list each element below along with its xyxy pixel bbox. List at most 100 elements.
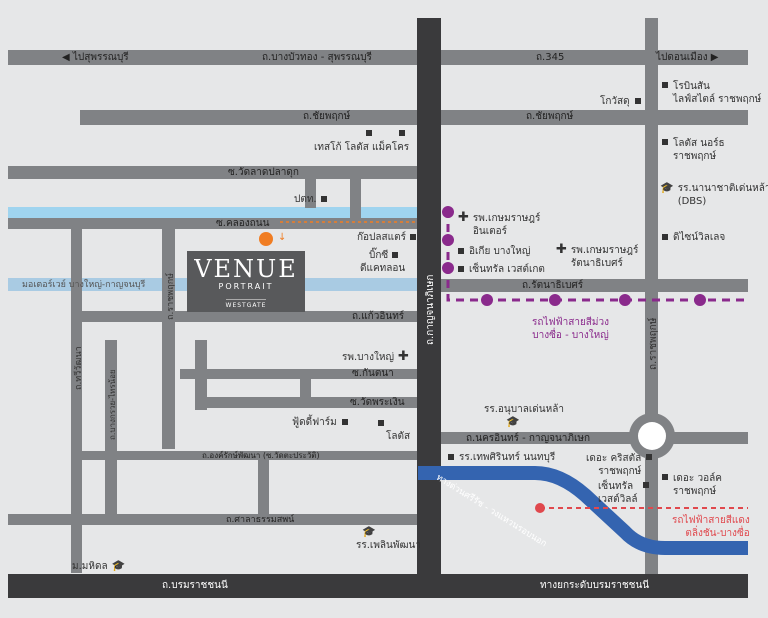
place-central-westgate: เซ็นทรัล เวสต์เกต bbox=[458, 264, 545, 276]
canal bbox=[8, 207, 418, 218]
road-borommaratchachonnani bbox=[8, 574, 748, 598]
road-rattanathibet bbox=[440, 279, 748, 292]
place-the-village: ดิไซน์วิลเลจ bbox=[662, 232, 725, 244]
place-anuban-icon: 🎓 bbox=[506, 416, 524, 429]
road-label-thawi-watthana: ถ.ทวีวัฒนา bbox=[74, 346, 84, 390]
place-bigc: บิ๊กซี bbox=[369, 250, 403, 262]
location-pin-icon bbox=[259, 232, 273, 246]
road-label-bang-kruai: ถ.บางกรวย-ไทรน้อย bbox=[108, 369, 117, 440]
road-bang-bua-thong bbox=[8, 50, 748, 65]
graduation-cap-icon: 🎓 bbox=[506, 415, 520, 428]
venue-tag: WESTGATE bbox=[225, 299, 267, 309]
chao-phraya-bypass bbox=[418, 466, 748, 555]
hospital-cross-icon: ✚ bbox=[397, 349, 409, 364]
place-crystal: เดอะ คริสตัล ราชพฤกษ์ bbox=[586, 452, 657, 478]
venue-name: VENUE bbox=[194, 255, 298, 283]
hospital-cross-icon: ✚ bbox=[458, 210, 469, 225]
place-phonphat-icon: 🎓 bbox=[362, 526, 380, 539]
building-square-icon bbox=[646, 454, 653, 460]
place-tesco-makro: เทสโก้ โลตัส แม็คโคร bbox=[314, 142, 410, 153]
building-square-icon bbox=[392, 252, 399, 258]
road-soi-a bbox=[195, 340, 207, 410]
place-dbs: 🎓รร.นานาชาติเด่นหล้า (DBS) bbox=[660, 181, 768, 208]
road-label-to-don-mueang: ไปดอนเมือง ▶ bbox=[656, 52, 719, 63]
place-lotus-icon bbox=[378, 418, 389, 430]
road-label-khlong-thanon: ซ.คลองถนน bbox=[216, 218, 270, 229]
road-khlong-thanon bbox=[8, 218, 418, 229]
place-anuban-denla: รร.อนุบาลเด่นหล้า bbox=[484, 404, 564, 415]
place-dmall: ดีแคทลอน bbox=[360, 263, 406, 274]
road-wat-phra-ngoen bbox=[195, 397, 418, 408]
road-label-chaiyaphruek-left: ถ.ชัยพฤกษ์ bbox=[303, 111, 351, 122]
building-square-icon bbox=[458, 266, 464, 272]
place-the-walk: เดอะ วอล์ค ราชพฤกษ์ bbox=[662, 472, 722, 498]
road-label-345: ถ.345 bbox=[536, 52, 565, 63]
place-ptt: ปตท. bbox=[294, 194, 332, 206]
place-ikea: อิเกีย บางใหญ่ bbox=[458, 246, 530, 258]
purple-stations bbox=[442, 206, 706, 306]
place-homepro: โกวัสดุ bbox=[600, 96, 646, 108]
road-label-borommaratchachonnani: ถ.บรมราชชนนี bbox=[162, 580, 228, 591]
venue-sub: PORTRAIT bbox=[218, 282, 274, 291]
road-label-chaiyaphruek-right: ถ.ชัยพฤกษ์ bbox=[526, 111, 574, 122]
building-square-icon bbox=[409, 234, 416, 240]
building-square-icon bbox=[662, 474, 668, 480]
graduation-cap-icon: 🎓 bbox=[111, 559, 126, 572]
building-square-icon bbox=[662, 139, 668, 145]
road-bang-kruai bbox=[105, 340, 117, 514]
road-sarathamsop bbox=[8, 514, 418, 525]
road-label-wat-phra-ngoen: ซ.วัดพระเงิน bbox=[350, 397, 405, 408]
place-lotus-north: โลตัส นอร์ธ ราชพฤกษ์ bbox=[662, 137, 725, 163]
road-label-to-suphan: ◀ ไปสุพรรณบุรี bbox=[62, 52, 129, 63]
road-soi-e bbox=[258, 460, 269, 514]
place-homepro2: ก๊อปลสแตร์ bbox=[357, 232, 421, 244]
red-line-label: รถไฟฟ้าสายสีแดง ตลิ่งชัน-บางซื่อ bbox=[672, 515, 750, 539]
road-label-ratchaphruek: ถ.ราชพฤกษ์ bbox=[648, 317, 659, 370]
building-square-icon bbox=[662, 82, 668, 88]
venue-logo: VENUE PORTRAIT WESTGATE bbox=[187, 251, 305, 312]
road-label-kaeo-in: ถ.แก้วอินทร์ bbox=[352, 311, 405, 322]
building-square-icon bbox=[320, 196, 327, 202]
graduation-cap-icon: 🎓 bbox=[362, 525, 376, 538]
place-thepsirin: รร.เทพศิรินทร์ นนทบุรี bbox=[448, 452, 555, 464]
building-square-icon bbox=[642, 482, 649, 488]
place-bangyai-hospital: รพ.บางใหญ่✚ bbox=[342, 349, 409, 364]
place-square-a bbox=[366, 128, 410, 140]
road-ongrak bbox=[80, 451, 418, 460]
road-label-kanthana: ซ.กันตนา bbox=[352, 368, 394, 379]
building-square-icon bbox=[366, 130, 372, 136]
road-label-ratchaphruek-soi: ถ.ราชพฤกษ์ bbox=[166, 272, 176, 320]
place-mahidol: ม.มหิดล🎓 bbox=[72, 559, 126, 573]
building-square-icon bbox=[448, 454, 454, 460]
building-square-icon bbox=[399, 130, 405, 136]
svg-text:↓: ↓ bbox=[278, 232, 286, 243]
road-wat-lat-pla-duk bbox=[8, 166, 418, 179]
road-soi-c bbox=[350, 179, 361, 218]
place-foodpark: ฟู้ดดี้ฟาร์ม bbox=[292, 417, 353, 429]
road-label-rattanathibet: ถ.รัตนาธิเบศร์ bbox=[522, 280, 584, 291]
road-label-bang-bua-thong: ถ.บางบัวทอง - สุพรรณบุรี bbox=[262, 52, 372, 63]
road-chaiyaphruek bbox=[80, 110, 748, 125]
road-label-sarathamsop: ถ.ศาลาธรรมสพน์ bbox=[226, 515, 295, 525]
road-label-motorway: มอเตอร์เวย์ บางใหญ่-กาญจนบุรี bbox=[22, 280, 146, 290]
place-kasemrad-inter: ✚รพ.เกษมราษฎร์ อินเตอร์ bbox=[458, 210, 541, 237]
road-kaeo-in bbox=[80, 311, 418, 322]
road-kanthana bbox=[180, 369, 418, 379]
road-soi-b bbox=[305, 179, 316, 208]
building-square-icon bbox=[634, 98, 641, 104]
road-kanchanaphisek bbox=[417, 18, 441, 598]
place-central-westville: เซ็นทรัล เวสต์วิลล์ bbox=[598, 480, 654, 506]
road-label-nakhon-in: ถ.นครอินทร์ - กาญจนาภิเษก bbox=[466, 433, 591, 444]
hospital-cross-icon: ✚ bbox=[556, 242, 567, 257]
place-kasemrad-rattanathibet: ✚รพ.เกษมราษฎร์ รัตนาธิเบศร์ bbox=[556, 242, 639, 269]
road-label-ongrak: ถ.องค์รักษ์พัฒนา (ซ.วัดตะประวัติ) bbox=[202, 451, 320, 460]
road-label-wat-lat-pla-duk: ซ.วัดลาดปลาดุก bbox=[228, 167, 299, 178]
road-soi-d bbox=[300, 379, 311, 399]
road-thawi-watthana bbox=[71, 218, 82, 573]
building-square-icon bbox=[378, 420, 384, 426]
building-square-icon bbox=[341, 419, 348, 425]
road-label-elevated: ทางยกระดับบรมราชชนนี bbox=[540, 580, 650, 591]
place-phonphat: รร.เพลินพัฒนา bbox=[356, 540, 421, 551]
